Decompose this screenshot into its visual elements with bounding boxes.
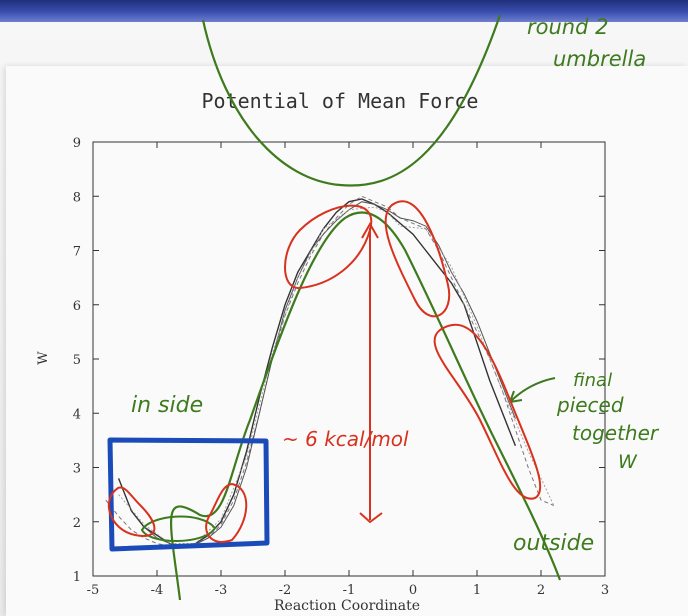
annotation-round-2: round 2	[527, 15, 608, 39]
y-tick-label: 1	[73, 570, 81, 585]
y-tick-label: 6	[73, 299, 81, 314]
y-tick-label: 4	[73, 407, 81, 422]
annotation-together: together	[572, 421, 660, 445]
annotation-outside: outside	[513, 531, 594, 556]
chart-title: Potential of Mean Force	[202, 89, 479, 113]
barrier-arrow-stroke	[359, 221, 383, 524]
red-loop-basin-left	[107, 486, 156, 537]
y-tick-label: 9	[73, 136, 81, 151]
red-loop-right-slope	[433, 323, 542, 500]
annotation-barrier-height: ~ 6 kcal/mol	[282, 427, 409, 451]
red-loop-left-peak	[284, 204, 373, 290]
axis-ticks	[92, 141, 606, 577]
x-tick-label: 2	[537, 583, 545, 598]
pmf-series-line-1	[117, 198, 517, 547]
inside-box-stroke	[107, 437, 270, 552]
red-loop-basin-right	[205, 482, 248, 543]
x-tick-label: -1	[343, 583, 356, 598]
x-tick-label: -2	[279, 583, 292, 598]
annotation-w: W	[618, 451, 638, 473]
final-w-curve-stroke	[169, 211, 562, 601]
red-loop-right-peak	[384, 200, 451, 318]
y-tick-label: 5	[73, 353, 81, 368]
scanned-figure-paper	[6, 66, 688, 616]
basin-fit-stroke	[140, 515, 217, 542]
plot-frame	[92, 141, 606, 577]
window-title-bar	[0, 0, 688, 22]
y-axis-label: W	[36, 351, 51, 365]
y-tick-label: 2	[73, 516, 81, 531]
annotation-inside: in side	[131, 393, 203, 418]
annotation-pieced: pieced	[556, 393, 624, 417]
x-tick-label: 1	[473, 583, 481, 598]
y-tick-label: 3	[73, 462, 81, 477]
x-tick-label: -5	[87, 583, 100, 598]
x-axis-label: Reaction Coordinate	[274, 598, 420, 614]
y-tick-label: 7	[73, 245, 81, 260]
axis-tick-labels: -5 -4 -3 -2 -1 0 1 2 3 1 2 3 4 5 6 7 8 9	[73, 136, 609, 598]
x-tick-label: 3	[601, 583, 609, 598]
annotation-final: final	[573, 370, 612, 391]
series-layer	[105, 195, 555, 547]
y-tick-label: 8	[73, 190, 81, 205]
final-arrow-stroke	[509, 377, 556, 403]
pmf-series-line-3	[143, 201, 516, 547]
x-tick-label: -4	[151, 583, 164, 598]
umbrella-parabola-stroke	[201, 14, 502, 187]
x-tick-label: -3	[215, 583, 228, 598]
x-tick-label: 0	[409, 583, 417, 598]
annotation-umbrella: umbrella	[553, 47, 646, 71]
